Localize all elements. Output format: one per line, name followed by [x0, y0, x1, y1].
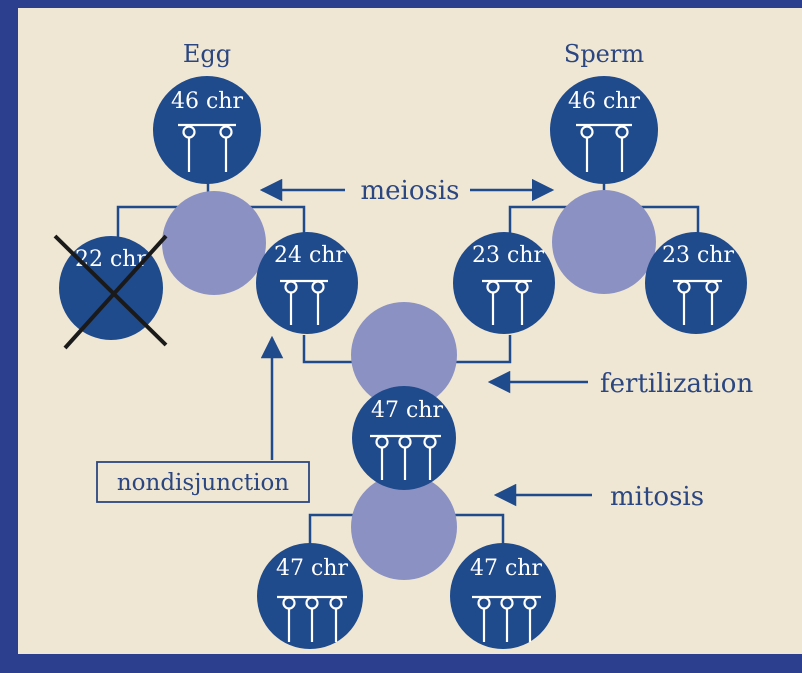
cell-label: 46 chr — [568, 89, 640, 114]
meiosis-label: meiosis — [360, 176, 459, 206]
cell-egg-parent: 46 chr — [153, 76, 261, 184]
cell-daughter-right: 47 chr — [450, 543, 556, 649]
mitosis-label: mitosis — [610, 482, 704, 512]
cell-zygote: 47 chr — [352, 386, 456, 490]
sperm-heading: Sperm — [564, 40, 644, 68]
cell-label: 24 chr — [274, 243, 346, 268]
cell-label: 47 chr — [371, 398, 443, 423]
cell-sperm-gamete-right: 23 chr — [645, 232, 747, 334]
cell-label: 46 chr — [171, 89, 243, 114]
dividing-cell-egg — [162, 191, 266, 295]
nondisjunction-label: nondisjunction — [117, 470, 289, 496]
cell-label: 47 chr — [276, 556, 348, 581]
cell-label: 23 chr — [662, 243, 734, 268]
egg-heading: Egg — [183, 40, 231, 68]
cell-sperm-gamete-left: 23 chr — [453, 232, 555, 334]
cell-label: 23 chr — [472, 243, 544, 268]
fertilization-label: fertilization — [600, 369, 753, 399]
dividing-cell-sperm — [552, 190, 656, 294]
cell-label: 47 chr — [470, 556, 542, 581]
cell-daughter-left: 47 chr — [257, 543, 363, 649]
cell-sperm-parent: 46 chr — [550, 76, 658, 184]
cell-egg-gamete: 24 chr — [256, 232, 358, 334]
